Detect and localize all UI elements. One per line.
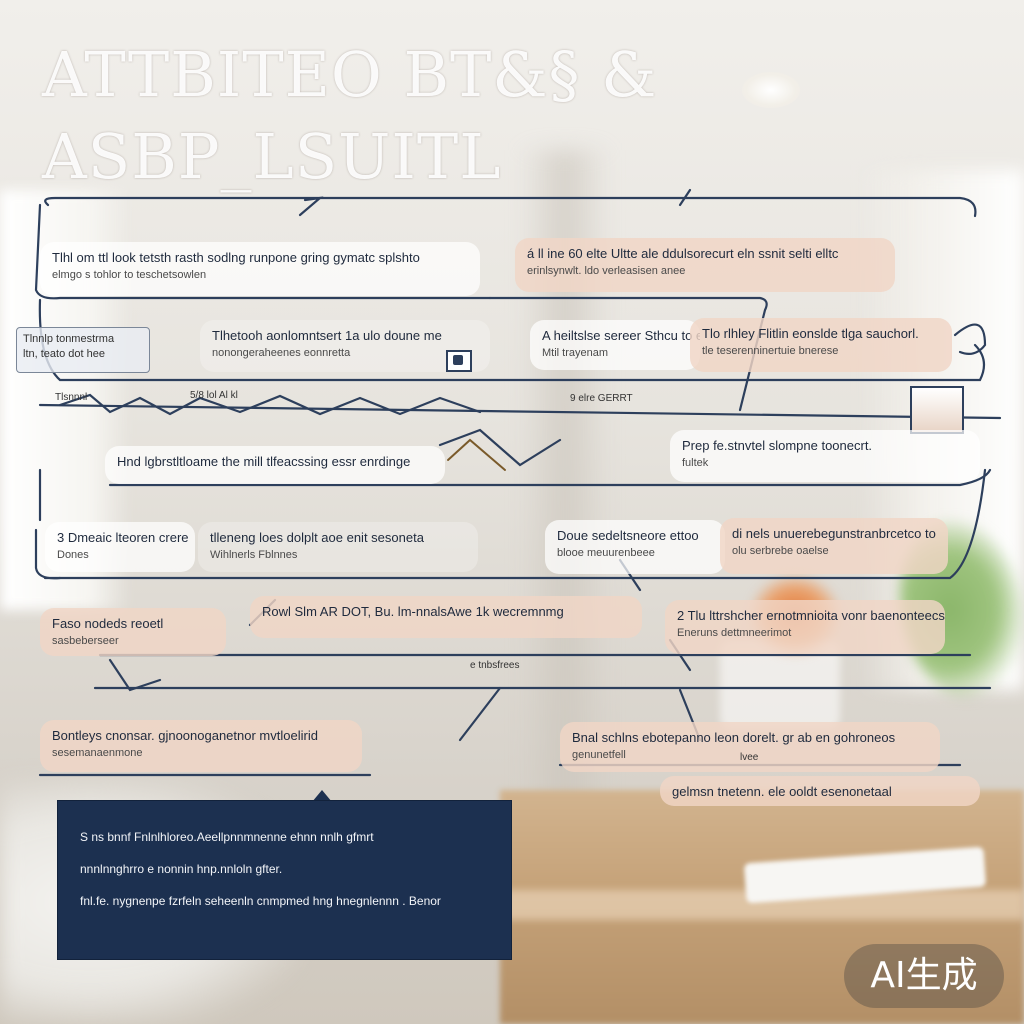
connector-branch-b bbox=[678, 188, 692, 207]
note-9: tlleneng loes dolplt aoe enit sesoneta W… bbox=[198, 522, 478, 572]
ceiling-lamp bbox=[742, 72, 800, 108]
note-4-text: A heiltslse sereer Sthcu to elaty bbox=[542, 328, 700, 343]
note-8-sub: Dones bbox=[57, 549, 89, 561]
connector-zigzag bbox=[58, 393, 482, 416]
connector-top bbox=[44, 196, 977, 218]
note-5: Tlo rlhley Flitlin eonslde tlga sauchorl… bbox=[690, 318, 952, 372]
panel-line-1: S ns bnnf Fnlnlhloreo.Aeellpnnmnenne ehn… bbox=[80, 830, 374, 844]
note-15: Bontleys cnonsar. gjnoonoganetnor mvtloe… bbox=[40, 720, 362, 772]
connector-row5 bbox=[43, 468, 987, 580]
note-10: Doue sedeltsneore ettoo blooe meuurenbee… bbox=[545, 520, 725, 574]
note-10-text: Doue sedeltsneore ettoo bbox=[557, 528, 699, 543]
connector-accent bbox=[447, 438, 506, 471]
note-9-text: tlleneng loes dolplt aoe enit sesoneta bbox=[210, 530, 424, 545]
mini-label-6: lvee bbox=[740, 752, 759, 763]
panel-line-2: nnnlnnghrro e nonnin hnp.nnloln gfter. bbox=[80, 862, 283, 876]
note-6: Hnd lgbrstltloame the mill tlfeacssing e… bbox=[105, 446, 445, 484]
note-12-text: Faso nodeds reoetl bbox=[52, 616, 164, 631]
note-16: Bnal schlns ebotepanno leon dorelt. gr a… bbox=[560, 722, 940, 772]
note-8: 3 Dmeaic lteoren crere Dones bbox=[45, 522, 195, 572]
note-17: gelmsn tnetenn. ele ooldt esenonetaal bbox=[660, 776, 980, 806]
note-11-sub: olu serbrebe oaelse bbox=[732, 545, 829, 557]
note-7-text: Prep fe.stnvtel slompne toonecrt. bbox=[682, 438, 873, 453]
note-16-text: Bnal schlns ebotepanno leon dorelt. gr a… bbox=[572, 730, 896, 745]
note-17-text: gelmsn tnetenn. ele ooldt esenonetaal bbox=[672, 784, 892, 799]
panel-line-3: fnl.fe. nygnenpe fzrfeln seheenln cnmpme… bbox=[80, 894, 441, 908]
note-12-sub: sasbeberseer bbox=[52, 635, 119, 647]
ai-generated-watermark: AI生成 bbox=[844, 944, 1004, 1008]
title-line-2: ASBP_LSUITL bbox=[42, 120, 502, 193]
note-3: Tlhetooh aonlomntsert 1a ulo doune me no… bbox=[200, 320, 490, 372]
note-7-sub: fultek bbox=[682, 457, 709, 469]
note-2-sub: erinlsynwlt. ldo verleasisen anee bbox=[527, 265, 686, 277]
note-11-text: di nels unuerebegunstranbrcetco to bbox=[732, 526, 936, 541]
badge-box: Tlnnlp tonmestrma ltn, teato dot hee bbox=[16, 327, 150, 373]
note-1-sub: elmgo s tohlor to teschetsowlen bbox=[52, 269, 207, 281]
note-15-text: Bontleys cnonsar. gjnoonoganetnor mvtloe… bbox=[52, 728, 318, 743]
panel-pointer bbox=[312, 790, 332, 802]
note-1: Tlhl om ttl look tetsth rasth sodlng run… bbox=[40, 242, 480, 296]
note-7: Prep fe.stnvtel slompne toonecrt. fultek bbox=[670, 430, 980, 482]
title-line-1: ATTBITEO BT&§ & bbox=[42, 38, 658, 111]
mini-label-2: 5/8 lol Al kl bbox=[190, 390, 238, 401]
connector-row2-b bbox=[488, 296, 768, 412]
note-3-text: Tlhetooh aonlomntsert 1a ulo doune me bbox=[212, 328, 442, 343]
connector-row3 bbox=[38, 403, 1002, 420]
connector-row5-b bbox=[34, 528, 62, 580]
summary-panel: S ns bnnf Fnlnlhloreo.Aeellpnnmnenne ehn… bbox=[57, 800, 512, 960]
note-8-text: 3 Dmeaic lteoren crere bbox=[57, 530, 189, 545]
note-12: Faso nodeds reoetl sasbeberseer bbox=[40, 608, 226, 656]
note-1-text: Tlhl om ttl look tetsth rasth sodlng run… bbox=[52, 250, 420, 265]
color-swatch bbox=[910, 386, 964, 434]
mini-label-3: 9 elre GERRT bbox=[570, 393, 633, 404]
note-13-text: Rowl Slm AR DOT, Bu. lm-nnalsAwe 1k wecr… bbox=[262, 604, 564, 619]
note-2: á ll ine 60 elte Ultte ale ddulsorecurt … bbox=[515, 238, 895, 292]
note-9-sub: Wihlnerls Fblnnes bbox=[210, 549, 298, 561]
connector-branch-a bbox=[298, 196, 324, 217]
connector-curl-right bbox=[953, 323, 987, 355]
note-14: 2 Tlu lttrshcher ernotmnioita vonr baeno… bbox=[665, 600, 945, 654]
note-14-sub: Eneruns dettmneerimot bbox=[677, 627, 792, 639]
mini-label-4: e tnbsfrees bbox=[470, 660, 520, 671]
table bbox=[500, 790, 1024, 1024]
connector-diag-1 bbox=[438, 428, 562, 467]
note-6-text: Hnd lgbrstltloame the mill tlfeacssing e… bbox=[117, 454, 411, 469]
connector-diag-2 bbox=[458, 686, 502, 742]
image-icon bbox=[446, 350, 472, 372]
badge-line-1: Tlnnlp tonmestrma bbox=[23, 333, 115, 345]
note-11: di nels unuerebegunstranbrcetco to olu s… bbox=[720, 518, 948, 574]
badge-line-2: ltn, teato dot hee bbox=[23, 348, 105, 360]
note-14-text: 2 Tlu lttrshcher ernotmnioita vonr baeno… bbox=[677, 608, 945, 623]
note-3-sub: nonongeraheenes eonnretta bbox=[212, 347, 351, 359]
note-2-text: á ll ine 60 elte Ultte ale ddulsorecurt … bbox=[527, 246, 839, 261]
connector-row4 bbox=[108, 468, 992, 487]
note-5-text: Tlo rlhley Flitlin eonslde tlga sauchorl… bbox=[702, 326, 919, 341]
connector-row7-b bbox=[108, 658, 162, 692]
mini-label-1: Tlsnnnl bbox=[55, 392, 88, 403]
note-10-sub: blooe meuurenbeee bbox=[557, 547, 655, 559]
note-16-sub: genunetfell bbox=[572, 749, 626, 761]
note-5-sub: tle teserenninertuie bnerese bbox=[702, 345, 839, 357]
note-4-sub: Mtil trayenam bbox=[542, 347, 609, 359]
connector-top-left bbox=[34, 203, 492, 300]
note-13: Rowl Slm AR DOT, Bu. lm-nnalsAwe 1k wecr… bbox=[250, 596, 642, 638]
note-15-sub: sesemanaenmone bbox=[52, 747, 143, 759]
note-4: A heiltslse sereer Sthcu to elaty Mtil t… bbox=[530, 320, 700, 370]
